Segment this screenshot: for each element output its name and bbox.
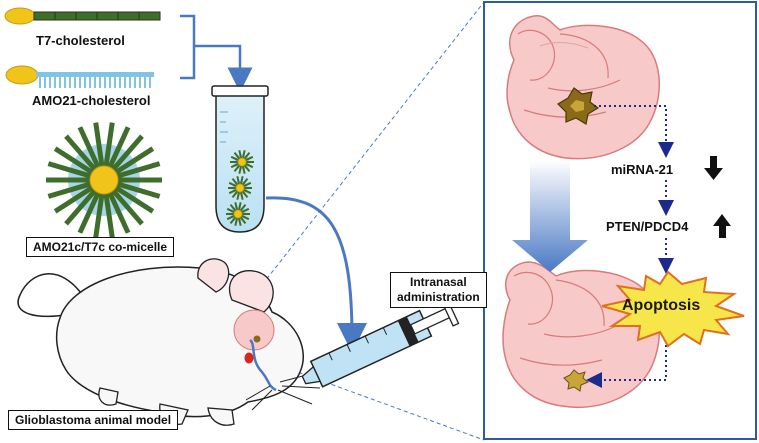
pten-pdcd4-label: PTEN/PDCD4 — [606, 219, 689, 234]
mirna-21-label: miRNA-21 — [611, 162, 674, 177]
tube-micelles — [226, 150, 254, 226]
intranasal-administration-label: Intranasal administration — [390, 272, 487, 308]
brain-before-treatment — [506, 15, 661, 160]
mixing-connector — [180, 14, 253, 93]
tumor-shrunken — [563, 369, 589, 392]
t7-cholesterol-molecule — [4, 7, 161, 25]
syringe — [301, 297, 460, 388]
amo21-cholesterol-label: AMO21-cholesterol — [32, 93, 151, 108]
intranasal-line-2: administration — [397, 290, 480, 304]
mouse-illustration — [17, 258, 321, 426]
signaling-pathway — [586, 105, 674, 388]
co-micelle-label: AMO21c/T7c co-micelle — [26, 237, 175, 257]
up-arrow-icon — [713, 214, 731, 238]
apoptosis-label: Apoptosis — [622, 297, 701, 314]
brain-after-treatment — [502, 261, 661, 408]
co-micelle-graphic — [46, 122, 162, 238]
zoom-lines — [257, 1, 485, 441]
t7-cholesterol-label: T7-cholesterol — [36, 33, 125, 48]
treatment-arrow — [512, 160, 588, 272]
amo21-cholesterol-molecule — [5, 65, 154, 88]
tumor-large — [557, 87, 600, 125]
apoptosis-burst — [601, 270, 745, 348]
delivery-arrow — [265, 196, 367, 353]
intranasal-line-1: Intranasal — [409, 275, 467, 289]
glioblastoma-model-label: Glioblastoma animal model — [8, 410, 179, 430]
down-arrow-icon — [704, 156, 723, 180]
